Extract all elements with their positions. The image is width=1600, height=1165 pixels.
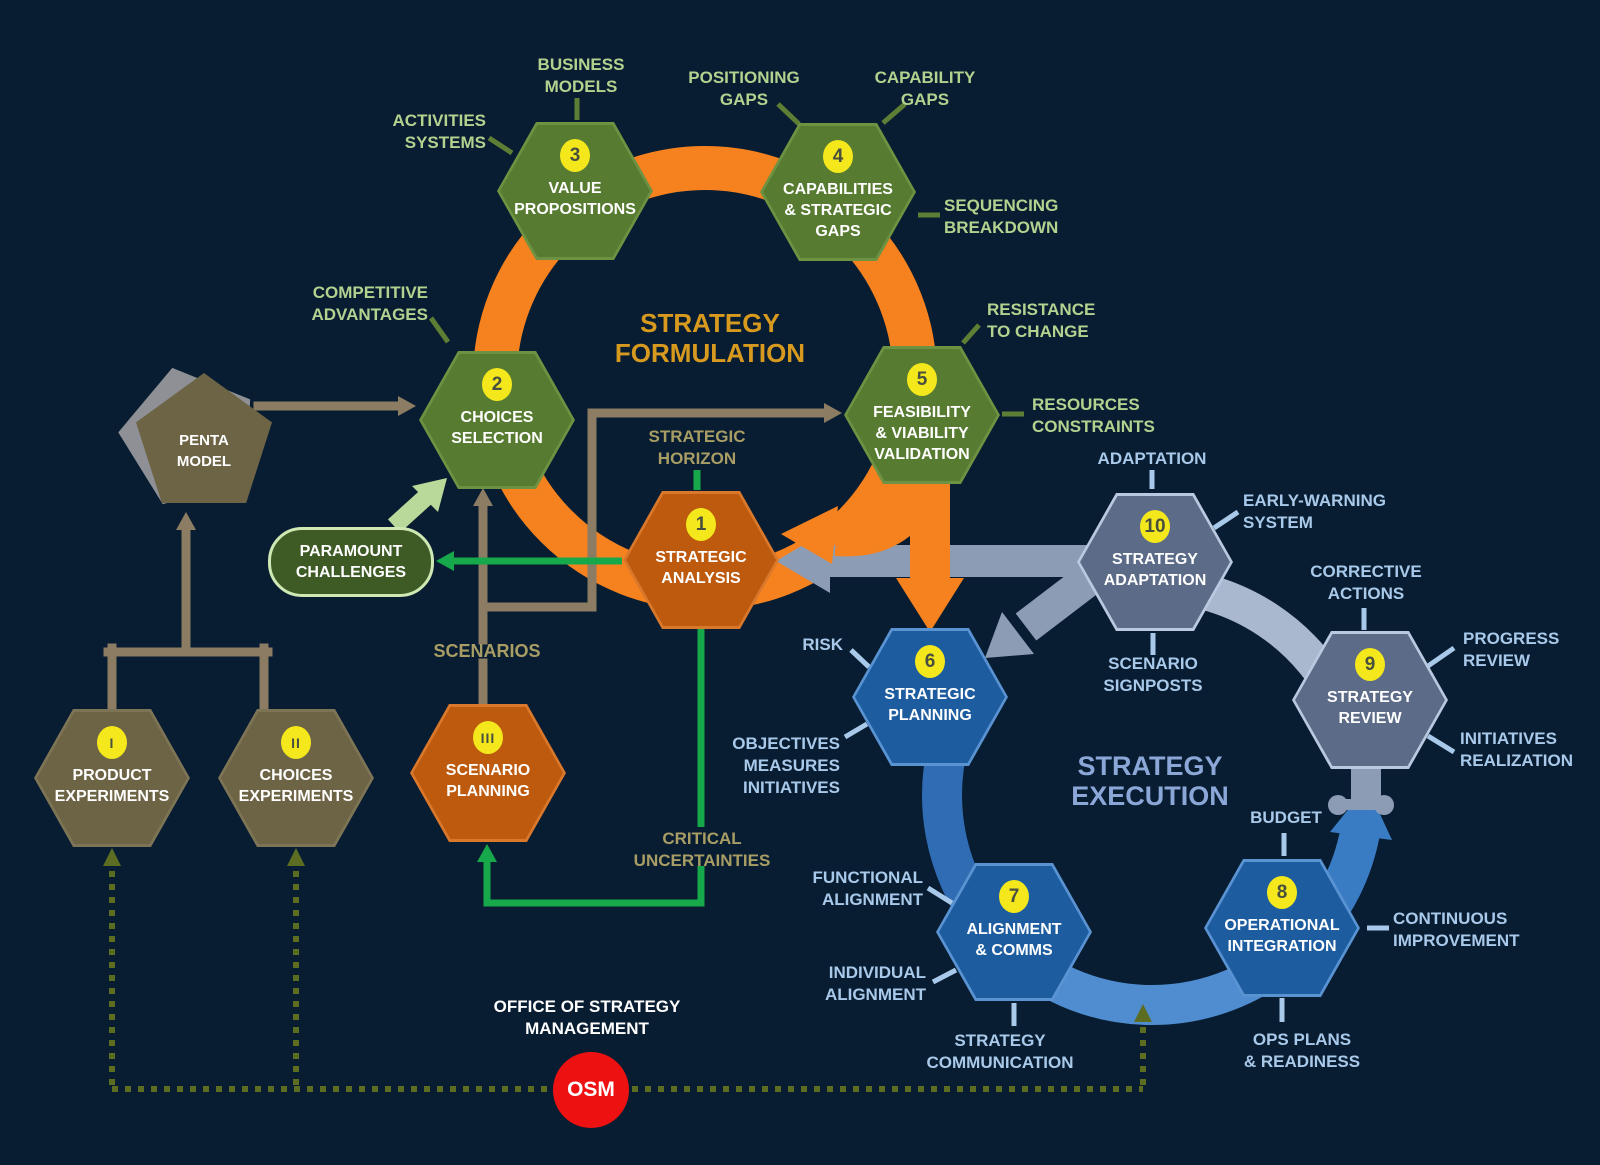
label-objectives-measures-initiatives: OBJECTIVES MEASURES INITIATIVES	[732, 734, 840, 797]
label-business-models: BUSINESS MODELS	[537, 55, 625, 96]
step-number-badge: III	[473, 721, 503, 754]
paramount-challenges: PARAMOUNT CHALLENGES	[268, 527, 434, 597]
label-budget: BUDGET	[1250, 808, 1322, 827]
step-number-badge: 2	[482, 368, 512, 401]
hexagon-label: SCENARIO PLANNING	[445, 762, 531, 800]
step-number-badge: 1	[686, 508, 716, 541]
osm-caption: OFFICE OF STRATEGY MANAGEMENT	[493, 997, 681, 1038]
step-number-badge: 3	[560, 139, 590, 172]
label-positioning-gaps: POSITIONING GAPS	[688, 68, 800, 109]
step-number-badge: I	[97, 726, 127, 759]
label-activities-systems: ACTIVITIES SYSTEMS	[392, 111, 486, 152]
label-ops-plans-readiness: OPS PLANS & READINESS	[1243, 1030, 1361, 1071]
hexagon-label: STRATEGIC PLANNING	[884, 686, 976, 724]
step-number-badge: 8	[1267, 876, 1297, 909]
paramount-challenges-label: PARAMOUNT CHALLENGES	[295, 543, 407, 581]
hexagon-label: STRATEGY ADAPTATION	[1103, 551, 1207, 589]
hexagon-capabilities-strategic-gaps: 4 CAPABILITIES & STRATEGIC GAPS	[760, 123, 916, 261]
hexagon-label: CHOICES SELECTION	[451, 409, 543, 447]
formulation-label-ticks	[428, 98, 1024, 417]
hexagon-value-propositions: 3 VALUE PROPOSITIONS	[497, 122, 653, 260]
step-number-badge: 6	[915, 645, 945, 678]
label-capability-gaps: CAPABILITY GAPS	[874, 68, 976, 109]
title-strategy-execution: STRATEGY EXECUTION	[1071, 751, 1229, 811]
step-number-badge: 5	[907, 363, 937, 396]
label-strategic-horizon: STRATEGIC HORIZON	[648, 427, 746, 468]
label-scenarios: SCENARIOS	[433, 641, 541, 661]
osm-connectors	[109, 866, 1146, 1092]
label-critical-uncertainties: CRITICAL UNCERTAINTIES	[633, 829, 771, 870]
hexagon-label: FEASIBILITY & VIABILITY VALIDATION	[873, 404, 971, 463]
hexagon-strategy-adaptation: 10 STRATEGY ADAPTATION	[1077, 493, 1233, 631]
hexagon-label: VALUE PROPOSITIONS	[514, 180, 636, 218]
hexagon-feasibility-viability-validation: 5 FEASIBILITY & VIABILITY VALIDATION	[844, 346, 1000, 484]
label-sequencing-breakdown: SEQUENCING BREAKDOWN	[944, 196, 1059, 237]
execution-label-ticks	[843, 470, 1456, 1026]
title-strategy-formulation: STRATEGY FORMULATION	[614, 308, 806, 368]
step-number-badge: 7	[999, 880, 1029, 913]
label-resistance-to-change: RESISTANCE TO CHANGE	[987, 300, 1096, 341]
hexagon-alignment-comms: 7 ALIGNMENT & COMMS	[936, 863, 1092, 1001]
hexagon-label: PRODUCT EXPERIMENTS	[54, 767, 170, 805]
label-adaptation: ADAPTATION	[1097, 449, 1207, 468]
step-number-badge: II	[281, 726, 311, 759]
hexagon-label: OPERATIONAL INTEGRATION	[1224, 917, 1340, 955]
challenge-feedback-arrow	[387, 478, 447, 533]
green-connectors	[452, 470, 705, 907]
step-number-badge: 4	[823, 140, 853, 173]
hexagon-strategic-analysis: 1 STRATEGIC ANALYSIS	[623, 491, 779, 629]
penta-model-label: PENTA MODEL	[176, 432, 232, 470]
label-continuous-improvement: CONTINUOUS IMPROVEMENT	[1393, 909, 1520, 950]
hexagon-label: CHOICES EXPERIMENTS	[238, 767, 354, 805]
label-competitive-advantages: COMPETITIVE ADVANTAGES	[311, 283, 429, 324]
label-resources-constraints: RESOURCES CONSTRAINTS	[1032, 395, 1155, 436]
osm-badge: OSM	[553, 1052, 629, 1128]
hexagon-label: STRATEGY REVIEW	[1327, 689, 1413, 727]
label-individual-alignment: INDIVIDUAL ALIGNMENT	[824, 963, 926, 1004]
hexagon-label: STRATEGIC ANALYSIS	[655, 549, 747, 587]
hexagon-label: ALIGNMENT & COMMS	[966, 921, 1062, 959]
step-number-badge: 10	[1140, 510, 1170, 543]
label-scenario-signposts: SCENARIO SIGNPOSTS	[1103, 654, 1203, 695]
label-initiatives-realization: INITIATIVES REALIZATION	[1460, 729, 1574, 770]
hexagon-choices-experiments: II CHOICES EXPERIMENTS	[218, 709, 374, 847]
label-strategy-communication: STRATEGY COMMUNICATION	[926, 1031, 1074, 1072]
brown-connectors	[103, 401, 829, 711]
hexagon-choices-selection: 2 CHOICES SELECTION	[419, 351, 575, 489]
label-progress-review: PROGRESS REVIEW	[1463, 629, 1560, 670]
brown-arrowheads	[176, 396, 842, 530]
hexagon-product-experiments: I PRODUCT EXPERIMENTS	[34, 709, 190, 847]
label-risk: RISK	[802, 635, 843, 654]
osm-arrowheads	[103, 848, 1152, 1022]
label-early-warning-system: EARLY-WARNING SYSTEM	[1243, 491, 1386, 532]
label-corrective-actions: CORRECTIVE ACTIONS	[1310, 562, 1422, 603]
hexagon-scenario-planning: III SCENARIO PLANNING	[410, 704, 566, 842]
hexagon-operational-integration: 8 OPERATIONAL INTEGRATION	[1204, 859, 1360, 997]
hexagon-strategy-review: 9 STRATEGY REVIEW	[1292, 631, 1448, 769]
green-arrowheads	[436, 551, 497, 862]
hexagon-strategic-planning: 6 STRATEGIC PLANNING	[852, 628, 1008, 766]
step-number-badge: 9	[1355, 648, 1385, 681]
label-functional-alignment: FUNCTIONAL ALIGNMENT	[812, 868, 923, 909]
hexagon-label: CAPABILITIES & STRATEGIC GAPS	[783, 181, 893, 240]
